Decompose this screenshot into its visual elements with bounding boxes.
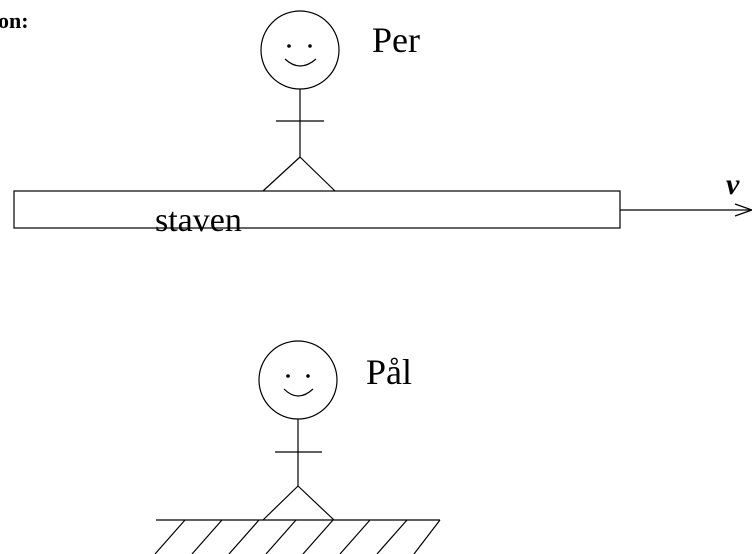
pal-figure — [258, 340, 338, 521]
arrow-head-upper — [734, 203, 752, 211]
per-name-label: Per — [372, 20, 420, 60]
ground-hatching — [154, 519, 441, 554]
pal-left-leg — [262, 485, 299, 521]
corner-label: on: — [0, 8, 29, 33]
per-left-eye — [287, 44, 291, 48]
rod-label: staven — [155, 202, 242, 239]
velocity-label: v — [726, 168, 740, 201]
pal-right-eye — [306, 374, 310, 378]
pal-left-eye — [286, 374, 290, 378]
per-figure — [260, 10, 340, 192]
arrow-head-lower — [734, 209, 752, 217]
per-right-eye — [308, 44, 312, 48]
per-right-leg — [299, 156, 336, 192]
ground — [154, 519, 441, 554]
pal-smile — [283, 388, 314, 397]
velocity-arrow — [620, 203, 752, 217]
rod — [13, 190, 621, 229]
per-head — [260, 10, 340, 90]
per-left-leg — [262, 156, 301, 192]
pal-right-leg — [297, 485, 335, 521]
pal-head — [258, 340, 338, 420]
pal-name-label: Pål — [366, 352, 412, 392]
per-smile — [284, 58, 317, 67]
